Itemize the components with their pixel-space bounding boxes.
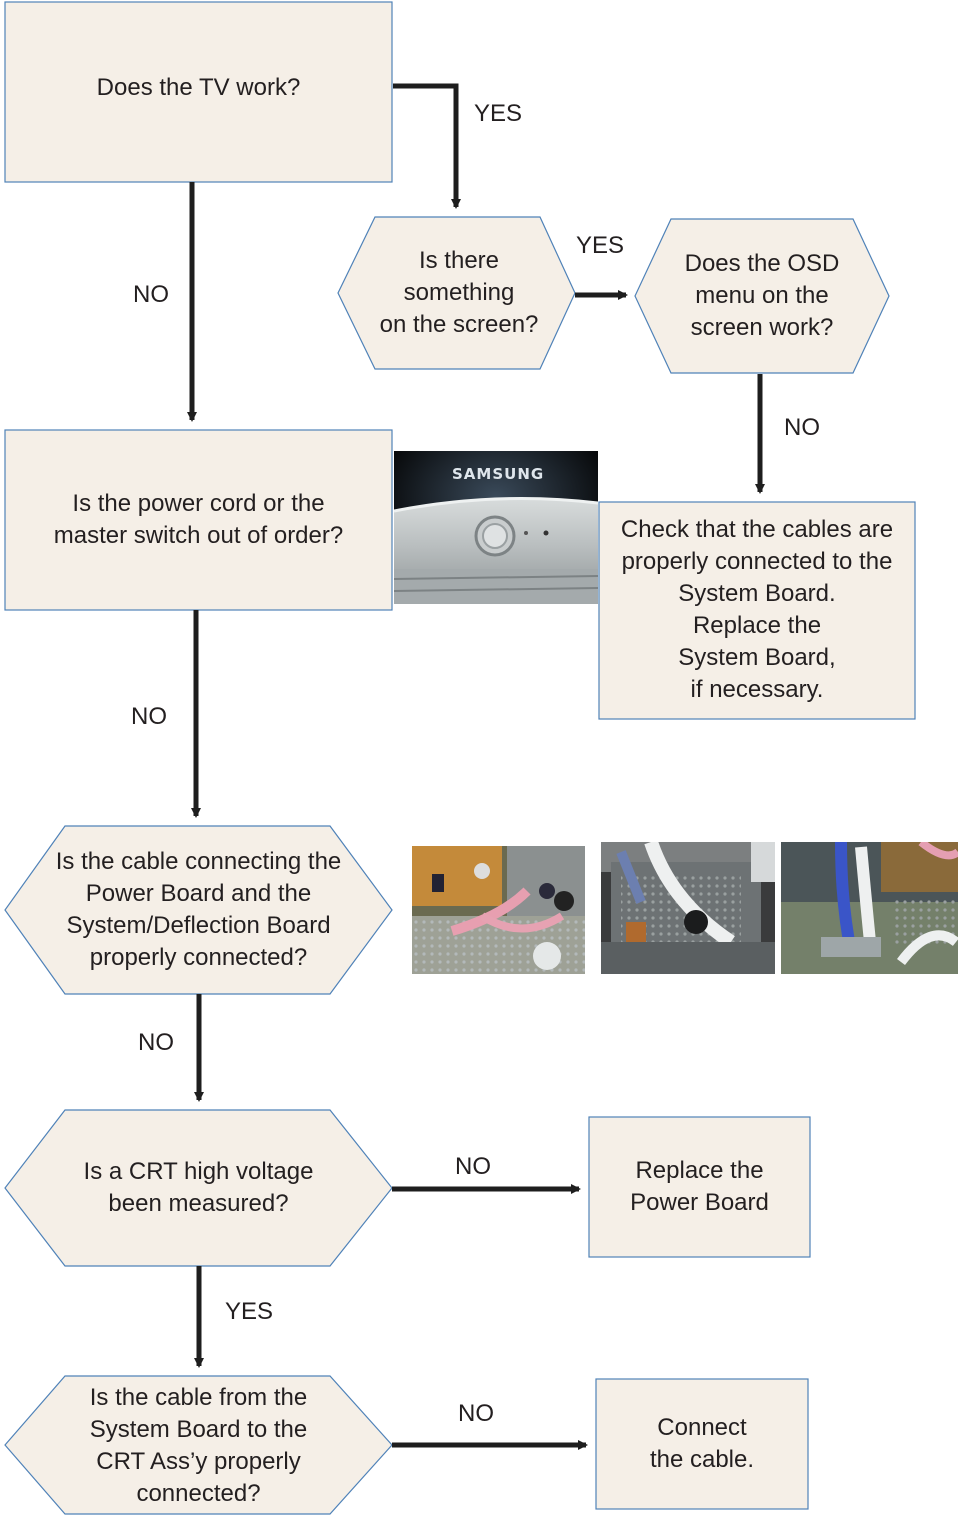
edge-label-tv-yes: YES — [474, 100, 523, 127]
monitor-logo-text: SAMSUNG — [452, 465, 545, 483]
hex-something-on-screen — [337, 216, 576, 370]
photo-system-board-cable — [781, 842, 958, 974]
edge-label-power-no: NO — [131, 703, 167, 730]
edge-label-crt-yes: YES — [225, 1298, 274, 1325]
edge-label-cable-crt-no: NO — [458, 1400, 494, 1427]
node-something-on-screen: Is there something on the screen? — [379, 247, 539, 338]
node-tv-work: Does the TV work? — [96, 74, 301, 101]
edge-label-cable-no: NO — [138, 1029, 174, 1056]
edge-label-tv-no: NO — [133, 281, 169, 308]
box-tv-work — [4, 1, 393, 183]
node-connect-cable: Connect the cable. — [649, 1414, 755, 1473]
node-replace-power-board: Replace the Power Board — [630, 1157, 769, 1216]
node-check-cables: Check that the cables are properly conne… — [620, 516, 894, 703]
hex-cable-power-board — [4, 825, 393, 995]
node-cable-crt: Is the cable from the System Board to th… — [89, 1384, 308, 1507]
node-cable-power-board: Is the cable connecting the Power Board … — [55, 848, 342, 971]
node-osd-menu: Does the OSD menu on the screen work? — [684, 250, 840, 341]
box-connect-cable — [595, 1378, 809, 1510]
node-crt-voltage: Is a CRT high voltage been measured? — [83, 1158, 314, 1217]
box-check-cables — [598, 501, 916, 720]
node-power-cord: Is the power cord or the master switch o… — [53, 490, 344, 549]
hex-osd-menu — [634, 218, 890, 374]
photo-power-board-cable-2 — [601, 842, 775, 974]
hex-cable-crt — [4, 1375, 393, 1515]
photo-monitor-front: SAMSUNG — [394, 451, 598, 604]
box-replace-power-board — [588, 1116, 811, 1258]
arrow-tv-yes — [393, 83, 461, 209]
edge-label-osd-no: NO — [784, 414, 820, 441]
edge-label-screen-yes: YES — [576, 232, 625, 259]
edge-label-crt-no: NO — [455, 1153, 491, 1180]
hex-crt-voltage — [4, 1109, 393, 1267]
photo-power-board-cable-1 — [412, 846, 585, 974]
